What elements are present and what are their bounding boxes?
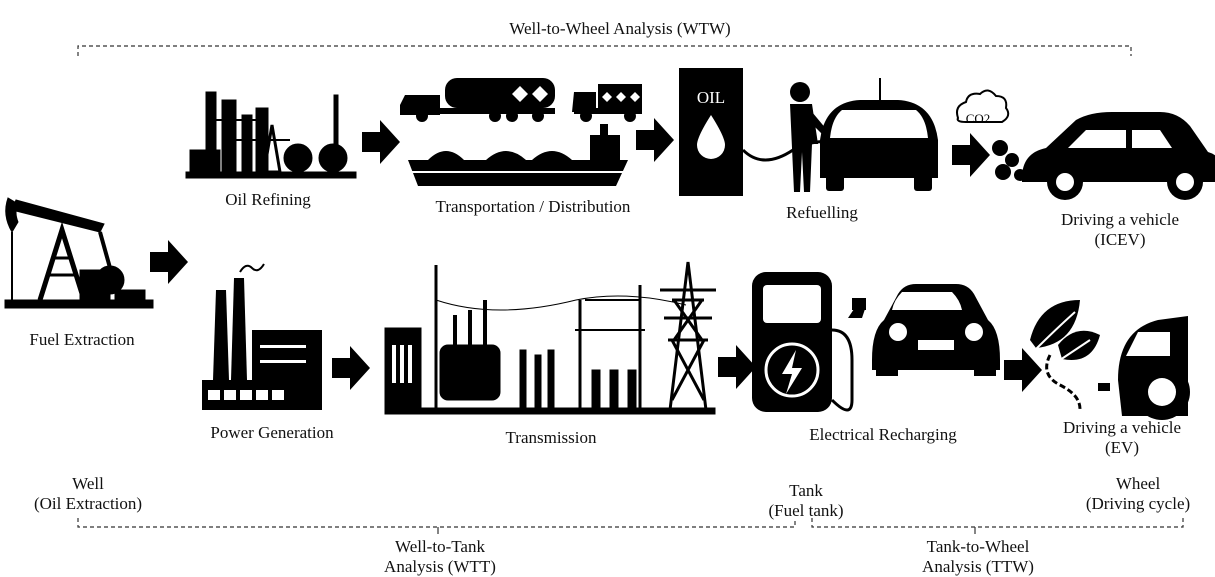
label-wtt-line2: Analysis (WTT) — [384, 557, 496, 576]
ship-icon — [408, 124, 628, 186]
label-tank-line1: Tank — [789, 481, 823, 500]
arrow-refining — [362, 120, 400, 164]
flow-arrows — [150, 118, 1042, 392]
car-rear-icon — [820, 78, 938, 191]
power-plant-icon — [202, 263, 322, 410]
oil-tag: OIL — [697, 88, 725, 107]
charging-station-icon — [752, 272, 866, 412]
truck-icon — [572, 84, 642, 122]
label-ttw-line1: Tank-to-Wheel — [926, 537, 1030, 556]
label-recharging: Electrical Recharging — [809, 425, 957, 444]
arrow-recharge — [1004, 348, 1042, 392]
label-wheel: Wheel (Driving cycle) — [1086, 474, 1190, 514]
label-refuelling: Refuelling — [786, 203, 858, 222]
label-wtt-line1: Well-to-Tank — [395, 537, 485, 556]
co2-label: CO2 — [966, 111, 991, 126]
exhaust-cloud-icon: CO2 — [956, 89, 1026, 181]
label-well: Well (Oil Extraction) — [34, 474, 142, 514]
ev-car-icon — [1098, 316, 1190, 420]
transformer-icon — [384, 265, 716, 415]
arrow-power — [332, 346, 370, 390]
label-wheel-line1: Wheel — [1115, 474, 1161, 493]
label-driving-ev-line1: Driving a vehicle — [1062, 418, 1182, 437]
arrow-transmission — [718, 345, 756, 389]
arrow-extraction — [150, 240, 188, 284]
label-driving-ev: Driving a vehicle (EV) — [1063, 418, 1181, 458]
label-wtt: Well-to-Tank Analysis (WTT) — [384, 537, 496, 577]
wtw-bracket — [77, 45, 1132, 56]
ttw-bracket — [811, 518, 1184, 528]
label-transportation: Transportation / Distribution — [435, 197, 631, 216]
wtw-title: Well-to-Wheel Analysis (WTW) — [509, 19, 731, 38]
label-fuel-extraction: Fuel Extraction — [29, 330, 135, 349]
label-oil-refining: Oil Refining — [225, 190, 311, 209]
car-side-icon — [1022, 112, 1215, 200]
label-well-line2: (Oil Extraction) — [33, 494, 143, 513]
label-wheel-line2: (Driving cycle) — [1085, 494, 1191, 513]
pylon-icon — [660, 261, 716, 411]
label-well-line1: Well — [72, 474, 104, 493]
oil-pump-icon — [4, 197, 154, 309]
label-driving-ev-line2: (EV) — [1105, 438, 1139, 457]
mini-car-icon — [872, 284, 1000, 376]
tanker-truck-icon — [400, 78, 555, 122]
label-driving-icev: Driving a vehicle (ICEV) — [1061, 210, 1179, 250]
label-tank: Tank (Fuel tank) — [768, 481, 843, 521]
wtt-bracket — [77, 518, 796, 528]
leaf-icon — [1030, 300, 1100, 410]
arrow-refuel — [952, 133, 990, 177]
label-transmission: Transmission — [505, 428, 597, 447]
label-driving-icev-line1: Driving a vehicle — [1060, 210, 1180, 229]
fuel-dispenser-icon: OIL — [679, 68, 829, 196]
label-ttw: Tank-to-Wheel Analysis (TTW) — [922, 537, 1034, 577]
label-tank-line2: (Fuel tank) — [768, 501, 844, 520]
arrow-transport — [636, 118, 674, 162]
label-ttw-line2: Analysis (TTW) — [922, 557, 1034, 576]
refinery-icon — [185, 91, 357, 179]
label-driving-icev-line2: (ICEV) — [1094, 230, 1146, 249]
person-refuelling-icon — [790, 82, 832, 192]
label-power-generation: Power Generation — [210, 423, 334, 442]
